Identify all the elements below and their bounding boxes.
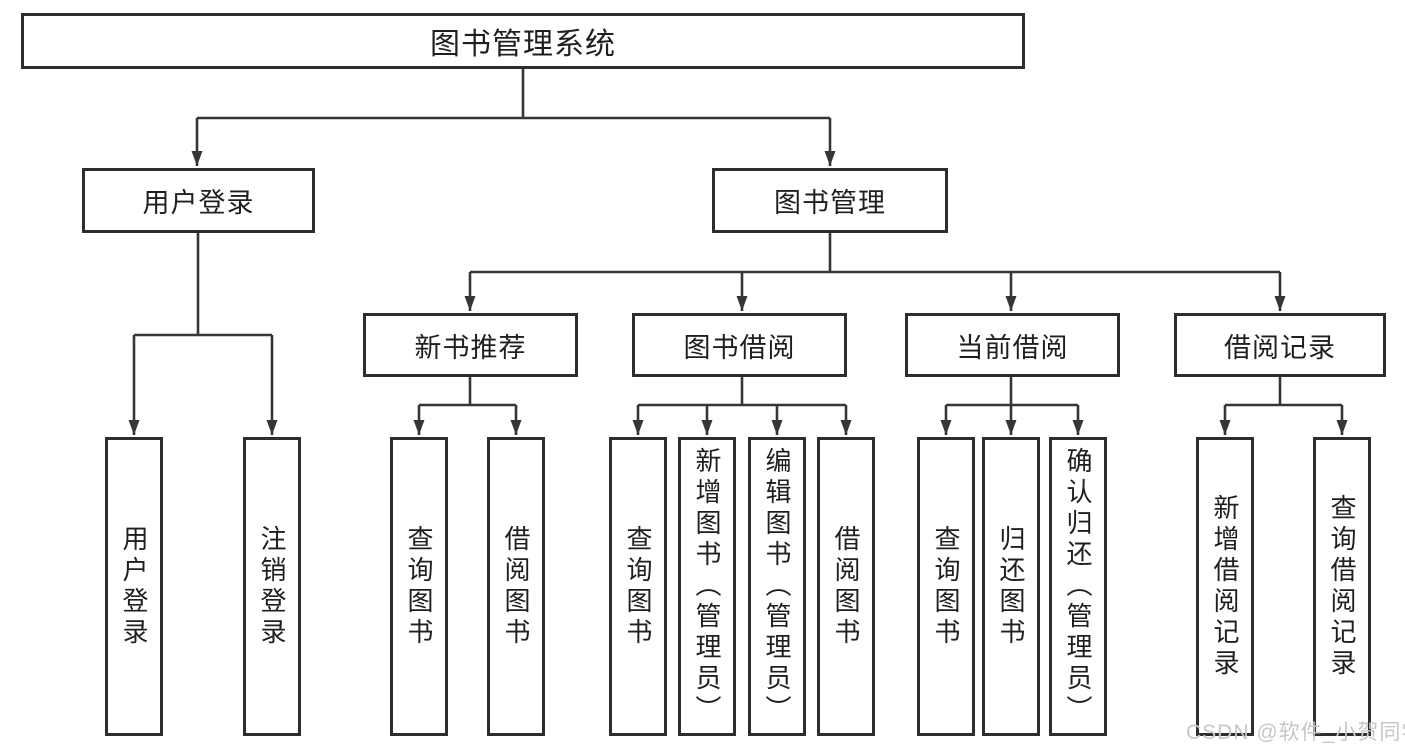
node-user-login: 用户登录 xyxy=(82,168,315,233)
node-label: 图书管理 xyxy=(774,188,886,218)
leaf-label: 归还图书 xyxy=(996,524,1026,649)
leaf-label: 新增图书（管理员） xyxy=(692,447,722,726)
node-label: 新书推荐 xyxy=(414,332,527,363)
leaf-label: 用户登录 xyxy=(119,524,149,649)
edge-group-book-borrow xyxy=(632,377,852,435)
node-current-borrow: 当前借阅 xyxy=(905,313,1120,377)
edge-group-current-borrow xyxy=(940,377,1084,435)
edge-group-new-book-recommend xyxy=(413,377,522,435)
leaf-label: 注销登录 xyxy=(257,524,287,649)
leaf-label: 查询图书 xyxy=(623,524,653,649)
leaf-label: 查询图书 xyxy=(931,524,961,649)
edge-group-book-management xyxy=(464,233,1286,311)
leaf-add-book-admin: 新增图书（管理员） xyxy=(678,437,736,736)
leaf-label: 查询借阅记录 xyxy=(1327,493,1357,680)
leaf-user-login: 用户登录 xyxy=(105,437,163,736)
leaf-label: 确认归还（管理员） xyxy=(1063,447,1093,726)
leaf-query-borrow-record: 查询借阅记录 xyxy=(1313,437,1371,736)
edge-group-root xyxy=(191,69,836,166)
node-root-system: 图书管理系统 xyxy=(21,13,1025,69)
node-label: 借阅记录 xyxy=(1224,332,1336,363)
node-label: 当前借阅 xyxy=(956,332,1069,363)
node-book-borrow: 图书借阅 xyxy=(632,313,847,377)
leaf-add-borrow-record: 新增借阅记录 xyxy=(1196,437,1254,736)
leaf-borrow-books-recommend: 借阅图书 xyxy=(487,437,545,736)
leaf-query-books-current: 查询图书 xyxy=(917,437,975,736)
leaf-logout: 注销登录 xyxy=(243,437,301,736)
leaf-label: 借阅图书 xyxy=(831,524,861,649)
leaf-label: 借阅图书 xyxy=(501,524,531,649)
node-label: 图书管理系统 xyxy=(430,28,616,61)
node-book-management: 图书管理 xyxy=(712,168,948,233)
leaf-return-book: 归还图书 xyxy=(982,437,1040,736)
leaf-borrow-books: 借阅图书 xyxy=(817,437,875,736)
leaf-edit-book-admin: 编辑图书（管理员） xyxy=(748,437,806,736)
leaf-label: 新增借阅记录 xyxy=(1210,493,1240,680)
leaf-label: 查询图书 xyxy=(404,524,434,649)
node-label: 用户登录 xyxy=(142,188,255,218)
node-borrow-records: 借阅记录 xyxy=(1174,313,1386,377)
csdn-watermark: CSDN @软件_小贺同学 xyxy=(1186,721,1405,744)
leaf-label: 编辑图书（管理员） xyxy=(762,447,792,726)
leaf-query-books-recommend: 查询图书 xyxy=(390,437,448,736)
leaf-confirm-return-admin: 确认归还（管理员） xyxy=(1049,437,1107,736)
edge-group-user-login xyxy=(128,233,278,435)
node-label: 图书借阅 xyxy=(683,332,796,363)
node-new-book-recommend: 新书推荐 xyxy=(363,313,578,377)
edge-group-borrow-records xyxy=(1219,377,1348,435)
leaf-query-books-borrow: 查询图书 xyxy=(609,437,667,736)
